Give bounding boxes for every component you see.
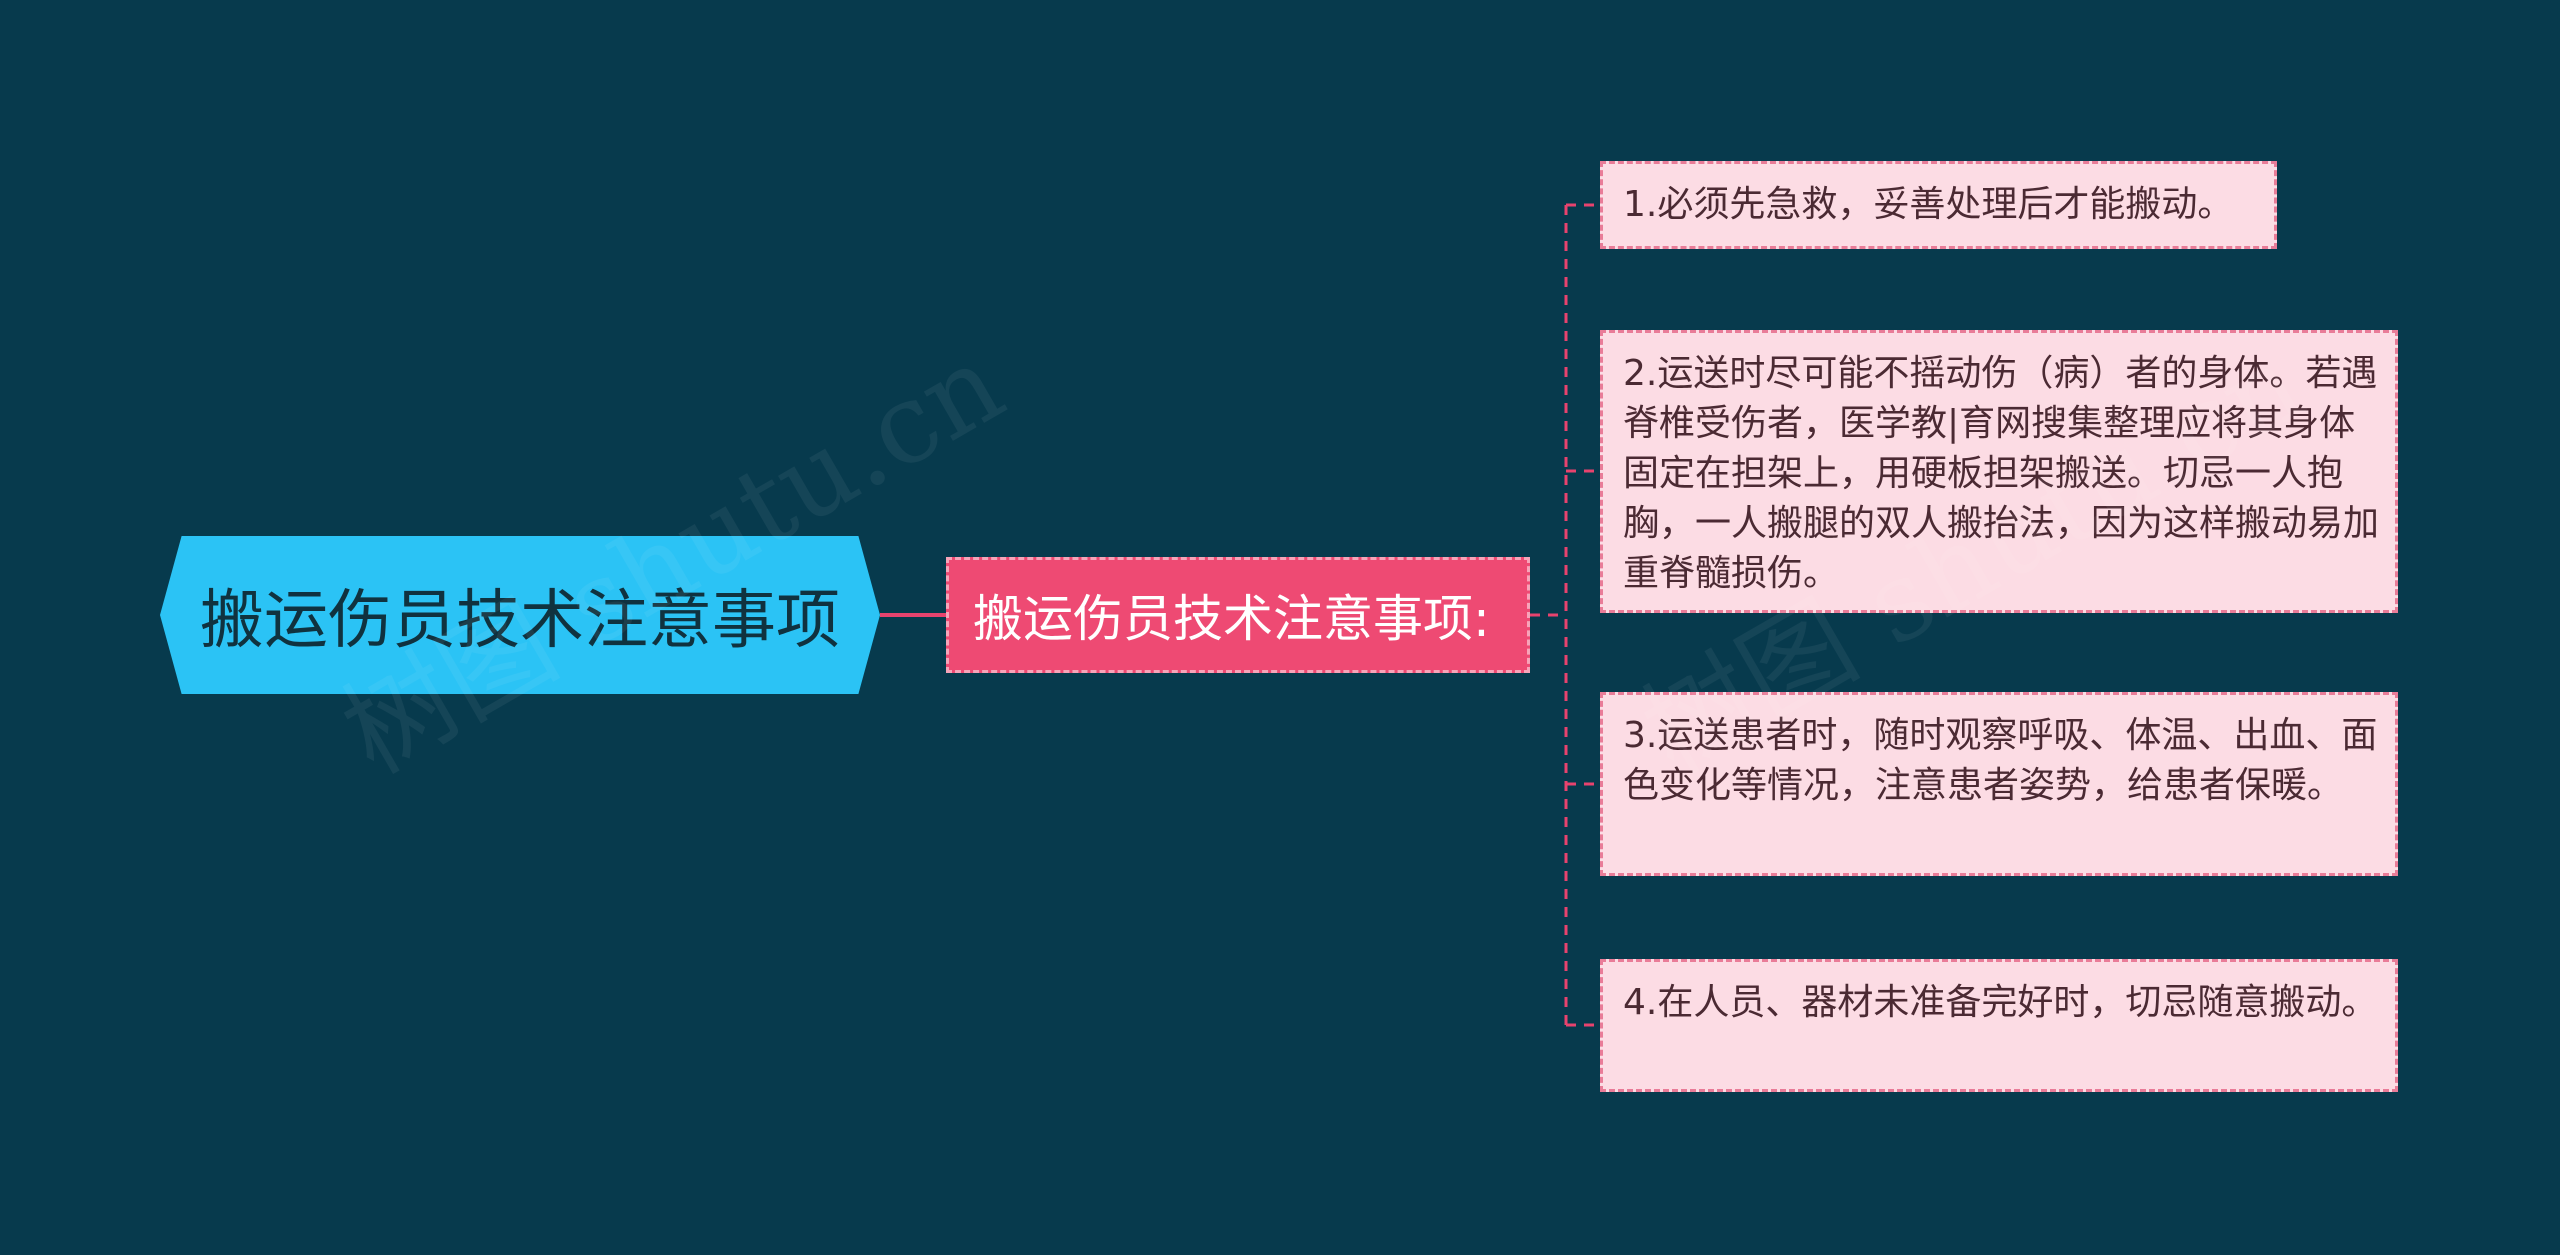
- root-node[interactable]: 搬运伤员技术注意事项: [160, 536, 880, 694]
- leaf-node-4[interactable]: 4.在人员、器材未准备完好时，切忌随意搬动。: [1600, 959, 2398, 1092]
- leaf-node-1-text: 1.必须先急救，妥善处理后才能搬动。: [1623, 184, 2234, 225]
- leaf-node-2-text: 2.运送时尽可能不摇动伤（病）者的身体。若遇脊椎受伤者，医学教|育网搜集整理应将…: [1623, 353, 2380, 594]
- leaf-node-4-text: 4.在人员、器材未准备完好时，切忌随意搬动。: [1623, 982, 2378, 1023]
- leaf-node-2[interactable]: 2.运送时尽可能不摇动伤（病）者的身体。若遇脊椎受伤者，医学教|育网搜集整理应将…: [1600, 330, 2398, 613]
- branch-node-label: 搬运伤员技术注意事项:: [973, 590, 1490, 648]
- leaf-node-3[interactable]: 3.运送患者时，随时观察呼吸、体温、出血、面色变化等情况，注意患者姿势，给患者保…: [1600, 692, 2398, 876]
- root-node-label: 搬运伤员技术注意事项: [200, 584, 840, 658]
- branch-node[interactable]: 搬运伤员技术注意事项:: [946, 557, 1530, 673]
- leaf-node-3-text: 3.运送患者时，随时观察呼吸、体温、出血、面色变化等情况，注意患者姿势，给患者保…: [1623, 715, 2378, 806]
- leaf-node-1[interactable]: 1.必须先急救，妥善处理后才能搬动。: [1600, 161, 2277, 249]
